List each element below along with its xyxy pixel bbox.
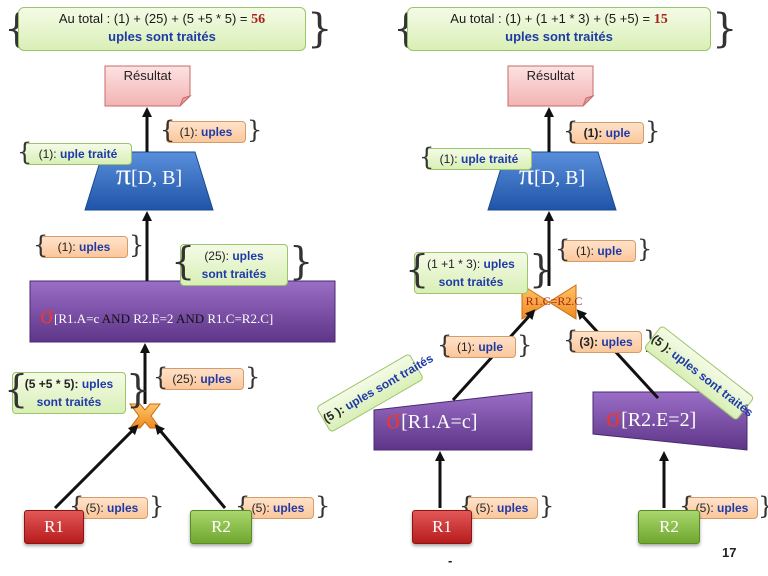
right-total-value: 15 (653, 12, 668, 27)
brace-right-tag-join-open: { (405, 247, 430, 291)
right-tag-r1: (5): uples (466, 497, 538, 519)
brace-right-tag-join-close: } (529, 247, 554, 291)
sigma-icon: σ (40, 300, 55, 329)
left-tag-r1: (5): uples (76, 497, 148, 519)
brace-right-tag-proj-open: { (419, 143, 435, 171)
brace-left-tag-top-close: } (247, 116, 263, 144)
right-join-condition: R1.C=R2.C (525, 294, 583, 308)
brace-right-tag-left-close: } (517, 331, 533, 359)
left-arrow-r2-join (154, 424, 227, 509)
right-projection-label: π[D, B] (518, 158, 586, 191)
left-relation-r2: R2 (190, 510, 252, 544)
left-selection-label: σ[R1.A=c AND R2.E=2 AND R1.C=R2.C] (40, 300, 274, 329)
left-result-label: Résultat (123, 68, 172, 83)
right-selection1-shape (373, 391, 533, 451)
right-tag-r2: (5): uples (686, 497, 758, 519)
brace-left-tag-join-open: { (4, 367, 29, 411)
left-total-line1: Au total : (1) + (25) + (5 +5 * 5) = (58, 11, 252, 26)
left-relation-r1: R1 (24, 510, 84, 544)
right-result-label: Résultat (526, 68, 575, 83)
page-number: 17 (722, 545, 737, 560)
brace-right-tag-mid-open: { (555, 235, 571, 263)
right-selection2-shape (592, 391, 748, 451)
brace-right-tag-top-close: } (645, 117, 661, 145)
left-tag-top: (1): uples (166, 121, 246, 143)
left-total-brace-close: } (307, 6, 333, 52)
brace-right-tag-right-open: { (563, 326, 579, 354)
right-selection2-label: σ[R2.E=2] (606, 402, 697, 433)
right-tag-mid: (1): uple (562, 240, 636, 262)
left-total-box: Au total : (1) + (25) + (5 +5 * 5) = 56 … (18, 7, 306, 51)
left-tag-r2: (5): uples (242, 497, 314, 519)
left-result-doc-icon (104, 65, 192, 107)
right-tag-right: (3): uples (570, 331, 642, 353)
right-total-box: Au total : (1) + (1 +1 * 3) + (5 +5) = 1… (407, 7, 711, 51)
brace-left-tag-join-close: } (126, 367, 151, 411)
brace-left-tag-mid-open: { (33, 231, 49, 259)
left-tag-sel: (25): uples sont traités (180, 244, 288, 286)
right-total-line1: Au total : (1) + (1 +1 * 3) + (5 +5) = (450, 11, 654, 26)
left-tag-join: (5 +5 * 5): uples sont traités (12, 372, 126, 414)
right-relation-r2: R2 (638, 510, 700, 544)
left-tag-proj: (1): uple traité (24, 143, 132, 165)
brace-right-tag-r1-close: } (539, 492, 555, 520)
right-tag-join: (1 +1 * 3): uples sont traités (414, 252, 528, 294)
brace-right-tag-r2-close: } (758, 494, 768, 518)
left-projection-label: π[D, B] (115, 158, 183, 191)
left-tag-join-out: (25): uples (160, 368, 244, 390)
brace-right-tag-top-open: { (563, 117, 579, 145)
brace-left-tag-r1-close: } (149, 492, 165, 520)
brace-left-tag-top-open: { (160, 116, 176, 144)
right-result-doc-icon (507, 65, 595, 107)
brace-left-tag-r2-close: } (315, 492, 331, 520)
right-total-line2: uples sont traités (505, 29, 613, 44)
left-arrow-r1-join (53, 424, 139, 510)
left-total-line2: uples sont traités (108, 29, 216, 44)
sigma-icon: σ (606, 402, 622, 433)
brace-left-tag-join-out-open: { (153, 363, 169, 391)
right-total-brace-close: } (712, 6, 738, 52)
brace-left-tag-proj-open: { (17, 138, 33, 166)
right-tag-proj: (1): uple traité (426, 148, 532, 170)
right-tag-top: (1): uple (570, 122, 644, 144)
right-tag-left: (1): uple (444, 336, 516, 358)
right-selection1-label: σ[R1.A=c] (386, 404, 478, 435)
footer-dash: - (448, 553, 453, 568)
sigma-icon: σ (386, 404, 402, 435)
right-arrow-sel2-join (576, 309, 660, 400)
pi-icon: π (518, 158, 535, 191)
brace-left-tag-mid-close: } (129, 231, 145, 259)
right-relation-r1: R1 (412, 510, 472, 544)
brace-right-tag-mid-close: } (637, 235, 653, 263)
left-tag-mid: (1): uples (40, 236, 128, 258)
left-total-value: 56 (251, 12, 266, 27)
brace-left-tag-join-out-close: } (245, 363, 261, 391)
brace-left-tag-sel-open: { (171, 239, 196, 283)
brace-right-tag-left-open: { (437, 331, 453, 359)
pi-icon: π (115, 158, 132, 191)
left-projection-shape (84, 151, 214, 211)
brace-left-tag-sel-close: } (289, 239, 314, 283)
